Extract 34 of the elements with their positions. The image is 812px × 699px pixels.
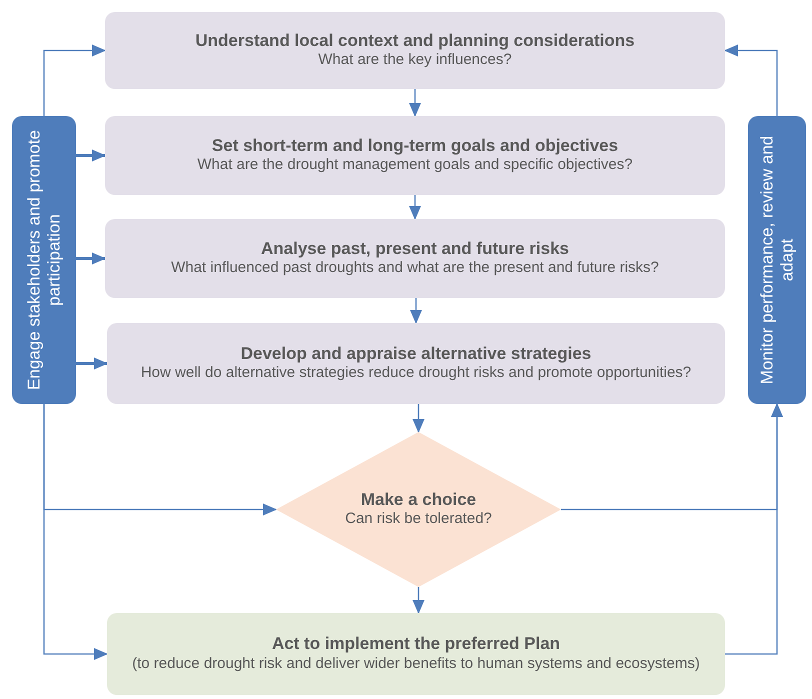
step-title: Make a choice <box>360 490 476 510</box>
process-box <box>105 116 725 195</box>
arrow <box>409 89 421 117</box>
step-question: What are the key influences? <box>318 51 512 70</box>
arrow <box>43 44 106 116</box>
step-title: Act to implement the preferred Plan <box>272 634 560 655</box>
arrow <box>43 404 108 660</box>
panel-label: Monitor performance, review and adapt <box>757 134 797 386</box>
step-title: Analyse past, present and future risks <box>261 238 569 260</box>
arrow <box>725 403 783 655</box>
step-question: How well do alternative strategies reduce drought risks and promote opportunities? <box>140 364 692 384</box>
step-title: Set short-term and long-term goals and objectives <box>212 136 618 156</box>
step-title: Understand local context and planning considerations <box>195 30 635 52</box>
action-box <box>107 613 725 695</box>
arrow <box>76 150 106 162</box>
process-box <box>105 12 725 89</box>
decision-diamond <box>276 432 561 587</box>
step-question: What are the drought management goals and specific objectives? <box>197 156 633 176</box>
arrow <box>412 404 424 433</box>
arrow <box>409 195 421 220</box>
arrow <box>412 587 424 614</box>
step-title: Develop and appraise alternative strategies <box>240 344 592 364</box>
step-question: Can risk be tolerated? <box>345 510 492 530</box>
arrow <box>76 252 106 264</box>
monitoring-panel <box>748 116 806 404</box>
step-question: What influenced past droughts and what are the present and future risks? <box>171 259 659 278</box>
process-box <box>105 219 725 298</box>
stakeholder-panel <box>12 116 76 404</box>
arrow <box>410 298 422 324</box>
panel-label: Engage stakeholders and promote participation <box>24 129 64 392</box>
process-box <box>107 323 725 404</box>
step-question: (to reduce drought risk and deliver wider benefits to human systems and ecosystems) <box>132 654 700 674</box>
arrow <box>76 358 108 370</box>
arrow <box>724 44 778 116</box>
